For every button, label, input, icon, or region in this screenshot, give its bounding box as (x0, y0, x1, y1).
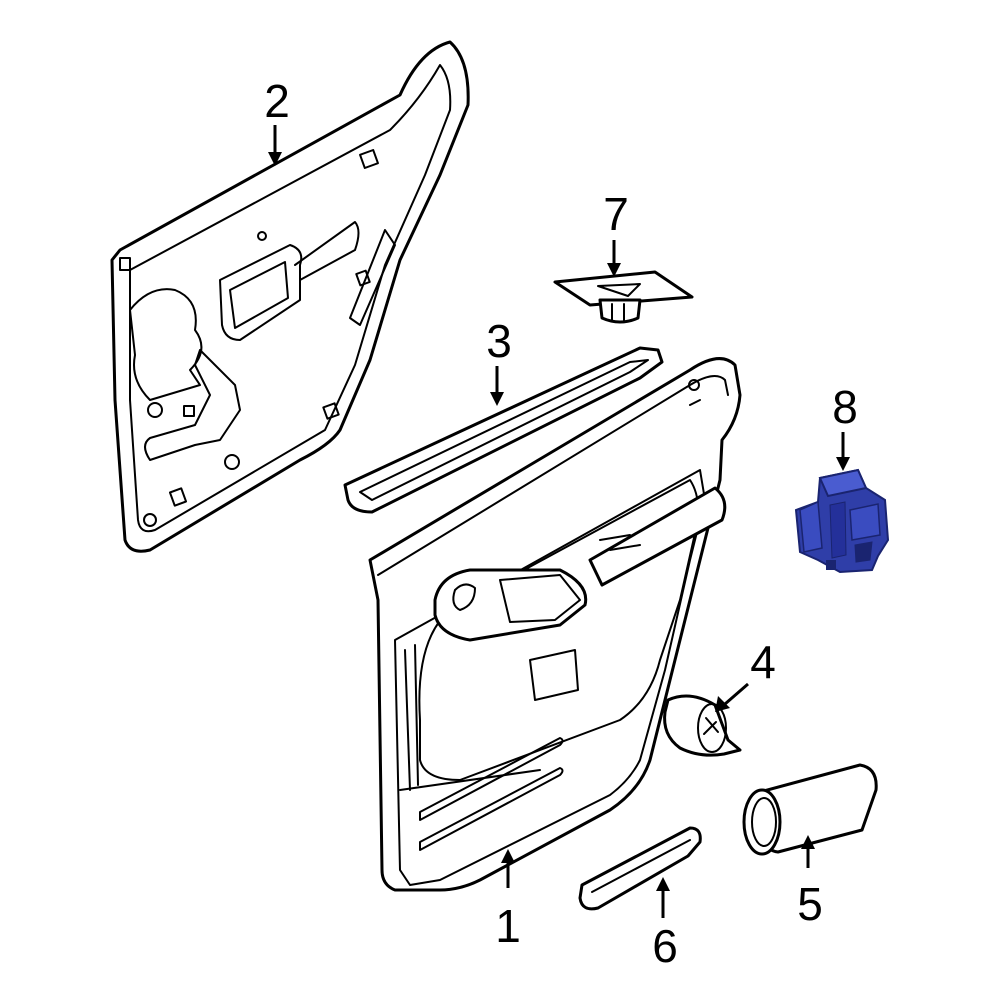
part-7-clip (553, 270, 694, 324)
callout-label-7: 7 (603, 188, 629, 240)
callout-label-5: 5 (797, 878, 823, 930)
part-2-inner-panel (110, 40, 470, 553)
part-6-insert-strip (578, 826, 702, 911)
callout-label-2: 2 (264, 75, 290, 127)
part-1-door-trim-panel (368, 357, 742, 892)
part-3-belt-molding (343, 346, 664, 514)
callout-label-3: 3 (486, 315, 512, 367)
callout-label-1: 1 (495, 900, 521, 952)
callout-labels: 2 3 7 8 4 5 6 1 (264, 75, 858, 972)
callout-label-4: 4 (750, 636, 776, 688)
callout-label-6: 6 (652, 920, 678, 972)
callout-arrows (268, 125, 850, 918)
callout-label-8: 8 (832, 381, 858, 433)
part-5-cylinder (742, 763, 878, 856)
part-4-knob (663, 694, 742, 757)
part-8-window-switch (794, 468, 890, 574)
